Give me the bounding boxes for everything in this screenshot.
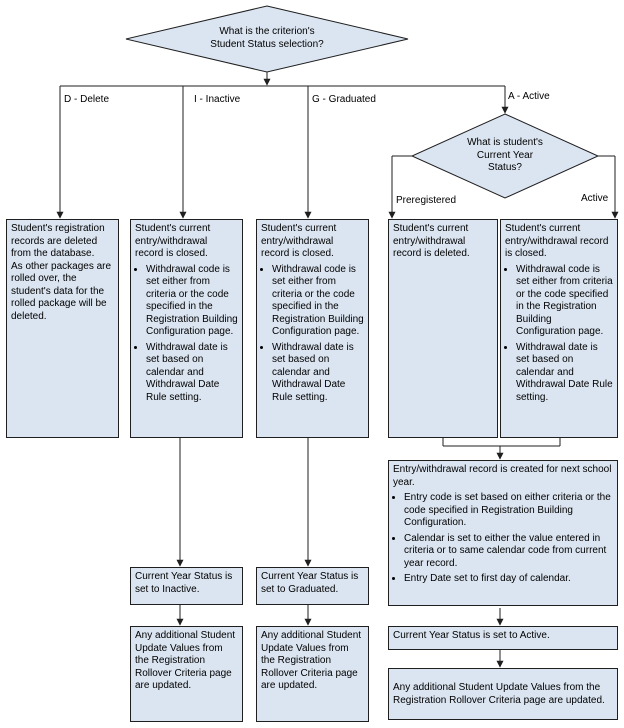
inactive-process-box: Student's current entry/withdrawal recor…: [130, 219, 243, 438]
active-bullets: Withdrawal code is set either from crite…: [505, 264, 613, 405]
entry-record-box: Entry/withdrawal record is created for n…: [388, 460, 618, 606]
update-active-box: Any additional Student Update Values fro…: [388, 668, 618, 720]
decision-year-line1: What is student's: [467, 137, 543, 148]
active-bullet-1: Withdrawal code is set either from crite…: [516, 264, 613, 339]
entry-intro: Entry/withdrawal record is created for n…: [393, 464, 612, 488]
decision-main-line2: Student Status selection?: [210, 38, 324, 50]
graduated-bullet-2: Withdrawal date is set based on calendar…: [272, 342, 364, 405]
status-graduated-box: Current Year Status is set to Graduated.: [256, 567, 369, 605]
status-active-box: Current Year Status is set to Active.: [388, 626, 618, 650]
active-intro: Student's current entry/withdrawal recor…: [505, 223, 609, 259]
decision-year-text: What is student's Current Year Status?: [445, 137, 565, 175]
graduated-bullets: Withdrawal code is set either from crite…: [261, 264, 364, 405]
inactive-bullet-1: Withdrawal code is set either from crite…: [146, 264, 238, 339]
delete-text-1: Student's registration records are delet…: [11, 223, 105, 259]
entry-bullets: Entry code is set based on either criter…: [393, 492, 613, 586]
graduated-intro: Student's current entry/withdrawal recor…: [261, 223, 337, 259]
inactive-bullets: Withdrawal code is set either from crite…: [135, 264, 238, 405]
active-process-box: Student's current entry/withdrawal recor…: [500, 219, 618, 438]
delete-text-2: As other packages are rolled over, the s…: [11, 260, 112, 322]
update-active-text: Any additional Student Update Values fro…: [393, 682, 605, 706]
update-inactive-box: Any additional Student Update Values fro…: [130, 626, 243, 722]
status-inactive-text: Current Year Status is set to Inactive.: [135, 571, 233, 595]
inactive-bullet-2: Withdrawal date is set based on calendar…: [146, 342, 238, 405]
preregistered-process-box: Student's current entry/withdrawal recor…: [388, 219, 498, 438]
prereg-text: Student's current entry/withdrawal recor…: [393, 223, 470, 259]
status-inactive-box: Current Year Status is set to Inactive.: [130, 567, 243, 605]
branch-label-inactive: I - Inactive: [194, 94, 241, 105]
entry-bullet-2: Calendar is set to either the value ente…: [404, 533, 613, 571]
entry-bullet-1: Entry code is set based on either criter…: [404, 492, 613, 530]
delete-process-box: Student's registration records are delet…: [6, 219, 119, 438]
decision-year-line2: Current Year: [476, 149, 534, 161]
status-active-text: Current Year Status is set to Active.: [393, 630, 550, 641]
decision-main-text: What is the criterion's Student Status s…: [176, 26, 358, 51]
decision-main-line1: What is the criterion's: [219, 26, 315, 37]
branch-label-preregistered: Preregistered: [396, 195, 457, 206]
branch-label-active: A - Active: [508, 91, 550, 102]
update-graduated-text: Any additional Student Update Values fro…: [261, 630, 362, 691]
decision-year-line3: Status?: [488, 162, 522, 173]
branch-label-active-sub: Active: [581, 193, 609, 204]
status-graduated-text: Current Year Status is set to Graduated.: [261, 571, 359, 595]
decision-diamond-year: [410, 113, 600, 199]
entry-bullet-3: Entry Date set to first day of calendar.: [404, 573, 613, 586]
graduated-process-box: Student's current entry/withdrawal recor…: [256, 219, 369, 438]
update-graduated-box: Any additional Student Update Values fro…: [256, 626, 369, 722]
branch-label-delete: D - Delete: [64, 94, 110, 105]
inactive-intro: Student's current entry/withdrawal recor…: [135, 223, 211, 259]
branch-label-graduated: G - Graduated: [312, 94, 376, 105]
active-bullet-2: Withdrawal date is set based on calendar…: [516, 342, 613, 405]
graduated-bullet-1: Withdrawal code is set either from crite…: [272, 264, 364, 339]
update-inactive-text: Any additional Student Update Values fro…: [135, 630, 236, 691]
